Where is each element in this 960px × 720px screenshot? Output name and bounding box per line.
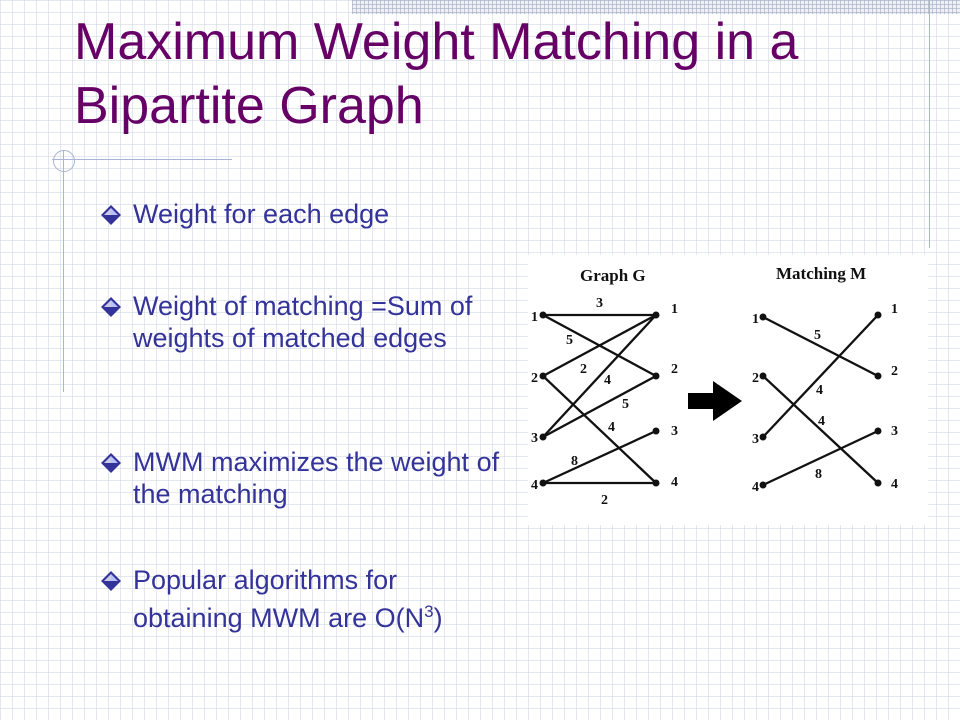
graph-right-node-3 [652, 427, 660, 435]
graph-left-node-3 [539, 433, 547, 441]
matching-edge-2-4 [762, 375, 879, 484]
graph-edge-4-3 [542, 429, 657, 485]
graph-right-node-2 [652, 372, 660, 380]
matching-right-node-2 [874, 372, 882, 380]
weight-label: 4 [608, 420, 615, 435]
diamond-bullet-icon [101, 297, 121, 317]
matching-left-label: 2 [752, 371, 759, 386]
graph-right-node-1 [652, 311, 660, 319]
graph-left-label: 3 [531, 431, 538, 446]
weight-label: 8 [571, 454, 578, 469]
bullet-text-main: Popular algorithms for obtaining MWM are… [133, 565, 425, 633]
decorative-right-line [929, 0, 930, 248]
matching-right-label: 1 [891, 302, 898, 317]
matching-right-node-4 [874, 479, 882, 487]
graph-left-label: 2 [531, 371, 538, 386]
matching-left-label: 3 [752, 432, 759, 447]
weight-label: 2 [580, 362, 587, 377]
matching-left-node-3 [759, 433, 767, 441]
matching-edge-1-2 [762, 315, 879, 378]
graph-g-title: Graph G [580, 266, 646, 285]
graph-right-label: 2 [671, 362, 678, 377]
weight-label: 8 [815, 467, 822, 482]
graph-left-node-4 [539, 479, 547, 487]
weight-label: 2 [601, 493, 608, 508]
crosshair-ornament [53, 150, 75, 172]
matching-right-label: 2 [891, 364, 898, 379]
graph-edge-3-2 [542, 374, 657, 439]
weight-label: 5 [814, 328, 821, 343]
graph-left-label: 4 [531, 478, 538, 493]
weight-label: 5 [622, 397, 629, 412]
bullet-text: Weight of matching =Sum of weights of ma… [133, 291, 473, 353]
weight-label: 4 [818, 414, 825, 429]
graph-right-node-4 [652, 479, 660, 487]
matching-m-title: Matching M [776, 264, 866, 283]
matching-left-label: 1 [752, 312, 759, 327]
bullet-superscript: 3 [424, 602, 434, 621]
diagram-svg: Graph G Matching M 3 5 2 4 5 4 8 2 1 2 3… [531, 264, 898, 508]
graph-edge-3-1 [542, 314, 657, 438]
decorative-horizontal-line [52, 159, 232, 160]
graph-left-node-2 [539, 372, 547, 380]
matching-left-node-4 [759, 481, 767, 489]
matching-edge-4-3 [762, 429, 879, 487]
matching-right-node-1 [874, 311, 882, 319]
bullet-text: Popular algorithms for obtaining MWM are… [133, 564, 513, 634]
graph-edge-2-4 [542, 375, 657, 484]
graph-right-label: 1 [671, 302, 678, 317]
slide-title: Maximum Weight Matching in a Bipartite G… [74, 13, 799, 135]
weight-label: 3 [596, 296, 603, 311]
graph-right-label: 3 [671, 424, 678, 439]
decorative-vertical-line [63, 150, 64, 392]
right-arrow-icon [688, 381, 742, 421]
bullet-text: Weight for each edge [133, 199, 390, 229]
matching-right-node-3 [874, 427, 882, 435]
matching-left-label: 4 [752, 480, 759, 495]
graph-left-node-1 [539, 311, 547, 319]
graph-right-label: 4 [671, 475, 678, 490]
matching-right-label: 4 [891, 477, 898, 492]
graph-left-label: 1 [531, 310, 538, 325]
weight-label: 5 [566, 333, 573, 348]
diamond-bullet-icon [101, 453, 121, 473]
matching-right-label: 3 [891, 424, 898, 439]
bullet-text-suffix: ) [433, 603, 443, 633]
weight-label: 4 [604, 373, 611, 388]
diamond-bullet-icon [101, 205, 121, 225]
bipartite-diagram: Graph G Matching M 3 5 2 4 5 4 8 2 1 2 3… [528, 255, 928, 525]
graph-edge-2-1 [542, 313, 657, 378]
bullet-text: MWM maximizes the weight of the matching [133, 447, 500, 509]
weight-label: 4 [816, 383, 823, 398]
top-pattern-band [352, 0, 960, 14]
diamond-bullet-icon [101, 571, 121, 591]
matching-left-node-1 [759, 313, 767, 321]
matching-edge-3-1 [762, 314, 879, 438]
matching-left-node-2 [759, 372, 767, 380]
